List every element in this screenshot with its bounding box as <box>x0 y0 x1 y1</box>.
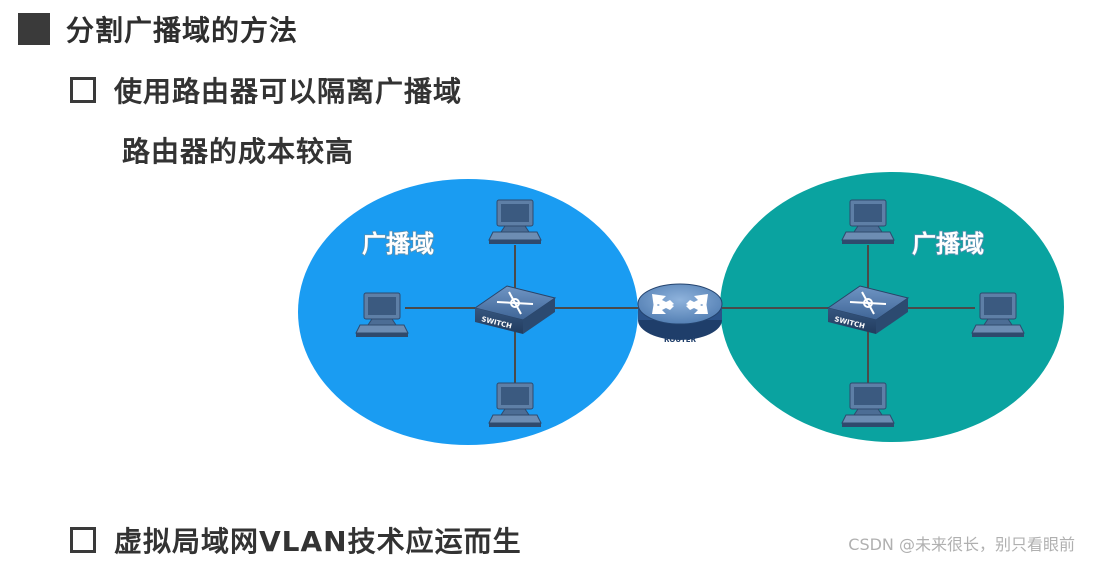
pc-icon <box>488 382 542 428</box>
right-domain-label: 广播域 <box>912 230 984 258</box>
hollow-square-bullet-icon <box>70 77 96 103</box>
router-icon: ROUTER <box>637 283 723 344</box>
left-switch-icon: SWITCH <box>473 285 557 334</box>
pc-icon <box>841 199 895 245</box>
watermark: CSDN @未来很长，别只看眼前 <box>848 535 1075 554</box>
left-broadcast-domain <box>298 179 638 445</box>
bullet-item-text: 使用路由器可以隔离广播域 <box>114 75 463 108</box>
router-label: ROUTER <box>664 336 697 344</box>
pc-icon <box>841 382 895 428</box>
left-domain-label: 广播域 <box>362 230 434 258</box>
bullet-item-text: 虚拟局域网VLAN技术应运而生 <box>114 525 522 558</box>
pc-icon <box>355 292 409 338</box>
pc-icon <box>488 199 542 245</box>
hollow-square-bullet-icon <box>70 527 96 553</box>
filled-square-bullet-icon <box>18 13 50 45</box>
heading-text: 分割广播域的方法 <box>66 14 299 47</box>
section-heading: 分割广播域的方法 <box>18 9 298 49</box>
pc-icon <box>971 292 1025 338</box>
bullet-item-note: 路由器的成本较高 <box>122 135 355 168</box>
bullet-item-vlan: 虚拟局域网VLAN技术应运而生 <box>70 520 522 560</box>
bullet-item-router: 使用路由器可以隔离广播域 <box>70 70 462 110</box>
links <box>405 245 975 385</box>
